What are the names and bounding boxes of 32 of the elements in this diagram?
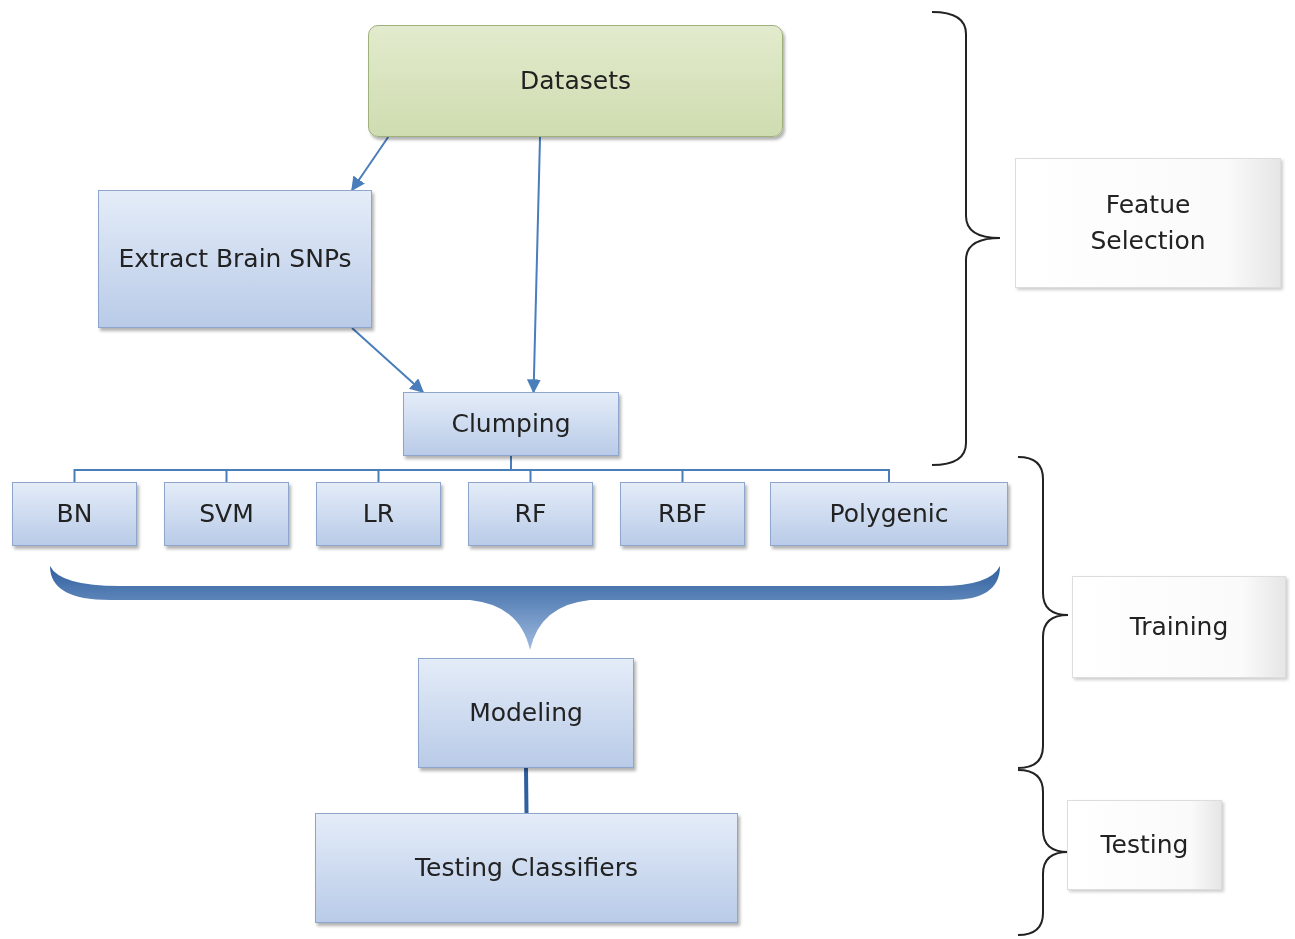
process-box — [316, 482, 441, 546]
box-label: SVM — [198, 497, 255, 530]
box-label: Polygenic — [828, 497, 950, 530]
process-box — [315, 813, 738, 923]
process-box — [770, 482, 1008, 546]
stage-label-box — [1015, 158, 1281, 288]
box-label: Testing Classifiers — [414, 851, 639, 884]
box-label: RF — [513, 497, 548, 530]
box-label: RBF — [657, 497, 708, 530]
process-box — [468, 482, 593, 546]
box-label: Clumping — [450, 407, 572, 440]
process-box — [164, 482, 289, 546]
arrow — [351, 136, 390, 192]
box-label: Testing — [1099, 828, 1190, 861]
box-label: Datasets — [519, 64, 632, 97]
process-box — [12, 482, 137, 546]
box-label: Training — [1128, 610, 1230, 643]
box-label: Featue Selection — [1089, 188, 1207, 257]
arrow — [526, 136, 542, 394]
box-label: BN — [55, 497, 94, 530]
connector-line — [524, 767, 529, 814]
box-label: Modeling — [468, 696, 584, 729]
box-label: Extract Brain SNPs — [117, 242, 353, 275]
process-box — [98, 190, 372, 328]
stage-label-box — [1072, 576, 1286, 678]
arrow — [351, 327, 425, 393]
stage-label-box — [1067, 800, 1222, 890]
box-label: LR — [361, 497, 396, 530]
data-source-box — [368, 25, 783, 137]
process-box — [403, 392, 619, 456]
process-box — [620, 482, 745, 546]
process-box — [418, 658, 634, 768]
